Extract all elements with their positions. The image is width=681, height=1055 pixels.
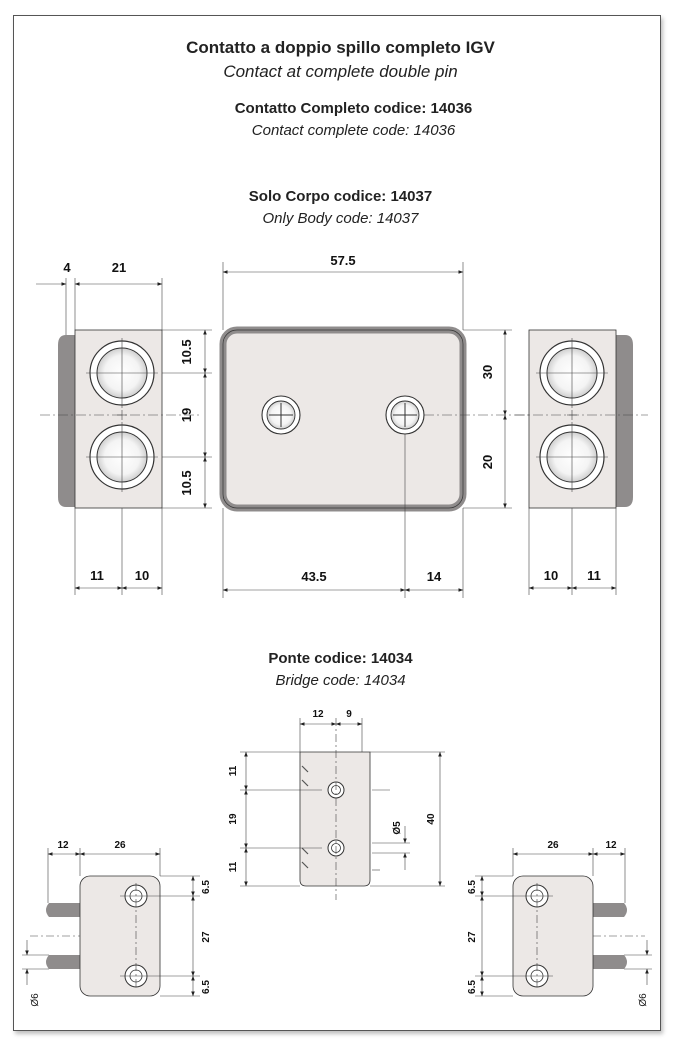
dim-10-5: 10.5 — [179, 339, 194, 364]
dim-6-5: 6.5 — [201, 980, 212, 994]
dim-20: 20 — [480, 455, 495, 469]
body-title: Solo Corpo codice: 14037 — [248, 188, 433, 205]
dim-11: 11 — [587, 568, 601, 583]
dim-10: 10 — [544, 568, 558, 583]
dim-19: 19 — [228, 813, 239, 825]
dim-4: 4 — [63, 260, 71, 275]
dim-12: 12 — [312, 709, 324, 720]
top-center-view: 57.5 30 20 43.5 14 — [219, 253, 545, 598]
dim-14: 14 — [427, 569, 442, 584]
dim-11: 11 — [228, 765, 239, 776]
side-tab-left — [58, 335, 75, 507]
bridge-right-view: 26 12 6.5 27 6.5 Ø6 — [467, 840, 652, 1007]
contact-title: Contatto Completo codice: 14036 — [234, 100, 473, 117]
dim-diameter-5: Ø5 — [392, 821, 403, 835]
top-left-view: 4 21 10.5 19 10.5 11 10 — [36, 260, 212, 595]
body-subtitle: Only Body code: 14037 — [262, 210, 419, 227]
bridge-block-left — [79, 875, 161, 997]
dim-diameter-6: Ø6 — [638, 993, 649, 1007]
pin-left-bottom — [46, 955, 80, 969]
bridge-title: Ponte codice: 14034 — [268, 650, 413, 667]
dim-6-5: 6.5 — [467, 980, 478, 994]
dim-40: 40 — [426, 813, 437, 825]
bridge-left-view: 12 26 6.5 27 6.5 Ø6 — [22, 840, 212, 1007]
dim-27: 27 — [201, 931, 212, 943]
dim-26: 26 — [114, 840, 126, 851]
pin-left-top — [46, 903, 80, 917]
side-tab-right — [616, 335, 633, 507]
top-right-view: 10 11 — [515, 329, 648, 595]
dim-30: 30 — [480, 365, 495, 379]
dim-12: 12 — [57, 840, 69, 851]
dim-21: 21 — [112, 260, 126, 275]
dim-9: 9 — [346, 709, 352, 720]
dim-diameter-6: Ø6 — [30, 993, 41, 1007]
dim-10-5: 10.5 — [179, 470, 194, 495]
dim-11: 11 — [90, 568, 104, 583]
bridge-plate — [299, 751, 371, 887]
dim-26: 26 — [547, 840, 559, 851]
dim-57-5: 57.5 — [330, 253, 355, 268]
body-block-center — [219, 326, 467, 512]
bridge-block-right — [512, 875, 594, 997]
dim-43-5: 43.5 — [301, 569, 326, 584]
dim-10: 10 — [135, 568, 149, 583]
pin-right-top — [593, 903, 627, 917]
contact-subtitle: Contact complete code: 14036 — [251, 122, 456, 139]
dim-27: 27 — [467, 931, 478, 943]
main-subtitle: Contact at complete double pin — [223, 62, 458, 81]
dim-19: 19 — [179, 408, 194, 422]
bridge-center-view: 12 9 11 19 11 Ø5 40 — [228, 709, 445, 900]
bridge-subtitle: Bridge code: 14034 — [275, 672, 406, 689]
dim-6-5: 6.5 — [201, 880, 212, 894]
dim-12: 12 — [605, 840, 617, 851]
dim-11: 11 — [228, 861, 239, 872]
dim-6-5: 6.5 — [467, 880, 478, 894]
main-title: Contatto a doppio spillo completo IGV — [186, 38, 495, 57]
pin-right-bottom — [593, 955, 627, 969]
